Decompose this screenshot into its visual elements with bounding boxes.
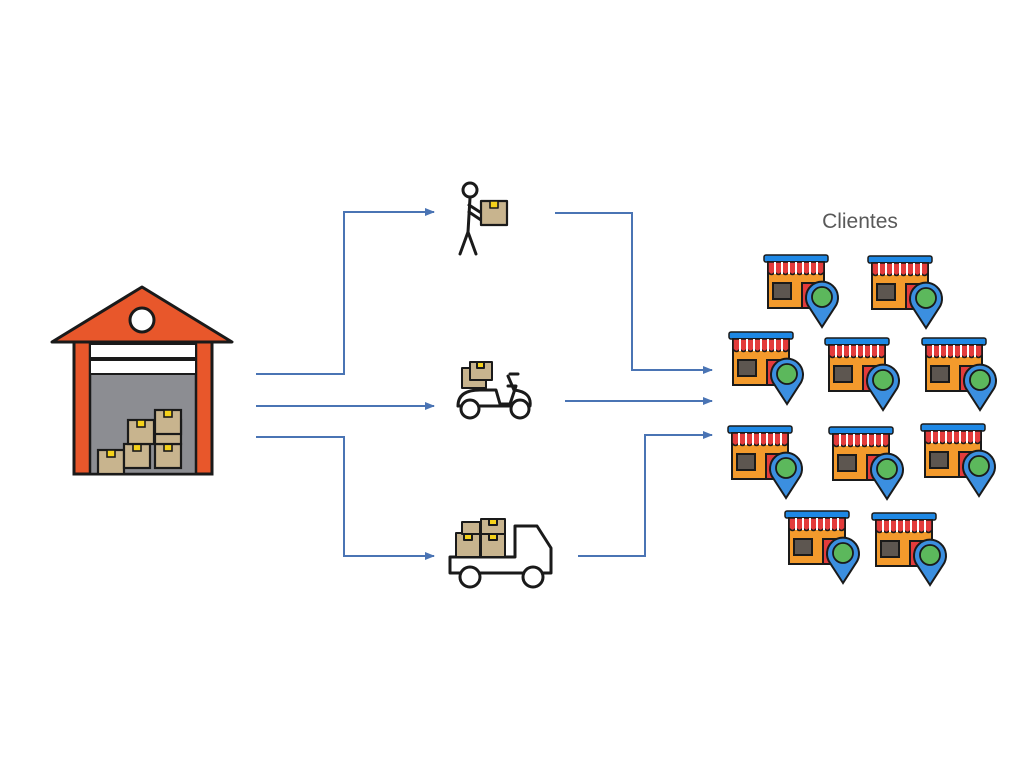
clients-title: Clientes [822,210,898,233]
delivery-person-icon [458,181,509,256]
store-location-icon [763,252,840,328]
warehouse-icon [50,285,234,476]
store-location-icon [828,424,905,500]
store-location-icon [920,421,997,497]
arrow-truck-to-clients [578,431,713,557]
arrow-to-walker [256,208,435,375]
store-location-icon [824,335,901,411]
arrow-walker-to-clients [555,212,713,374]
store-location-icon [871,510,948,586]
arrows-to-clients [555,212,713,557]
store-location-icon [727,423,804,499]
store-location-icon [784,508,861,584]
store-location-icon [728,329,805,405]
arrow-to-truck [256,436,435,560]
arrows-to-carriers [256,208,435,560]
store-location-icon [867,253,944,329]
clients-group [727,252,998,586]
store-location-icon [921,335,998,411]
delivery-scooter-icon [456,361,532,420]
delivery-truck-icon [448,518,553,589]
